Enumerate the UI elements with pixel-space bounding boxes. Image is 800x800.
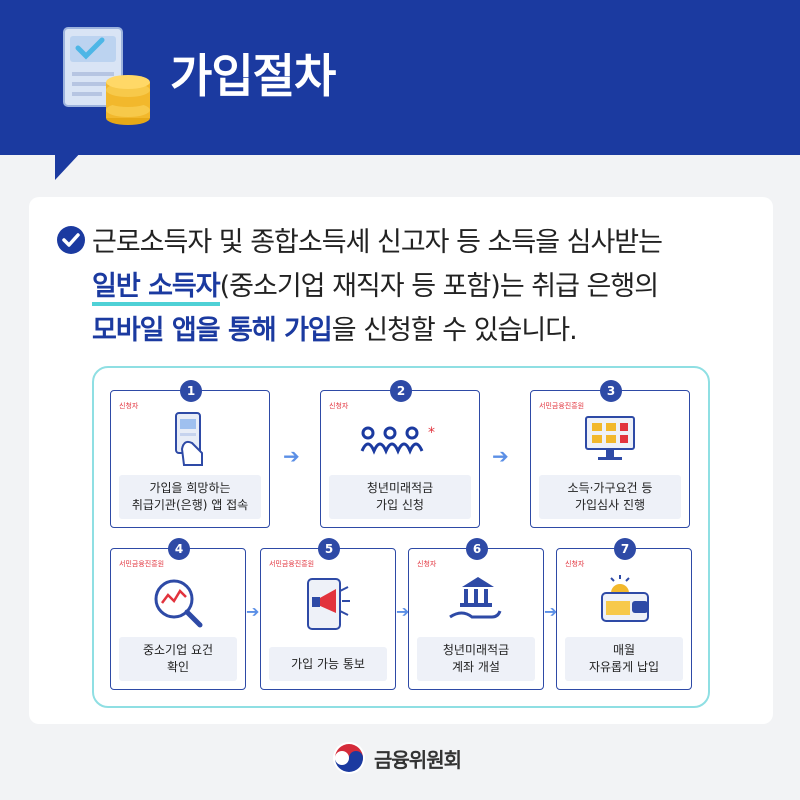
step-3-tag: 서민금융진흥원 — [539, 402, 585, 410]
step-7-number: 7 — [614, 538, 636, 560]
header-speech-tail — [55, 150, 83, 180]
step-1-card: 1 신청자 가입을 희망하는 취급기관(은행) 앱 접속 — [110, 380, 270, 528]
monitor-check-icon — [585, 416, 635, 460]
step-7-tag: 신청자 — [565, 560, 585, 568]
arrow-right-icon: ➔ — [246, 602, 260, 621]
step-5-tag: 서민금융진흥원 — [269, 560, 315, 568]
intro-line-1: 근로소득자 및 종합소득세 신고자 등 소득을 심사받는 — [92, 227, 663, 258]
intro-emphasis-mobile-app: 모바일 앱을 통해 가입 — [92, 315, 333, 346]
step-3-label-line-2: 가입심사 진행 — [574, 498, 646, 512]
step-6-label: 청년미래적금 계좌 개설 — [417, 637, 535, 681]
step-1-label-line-1: 가입을 희망하는 — [149, 481, 231, 495]
step-3-number: 3 — [600, 380, 622, 402]
intro-line-2: 일반 소득자(중소기업 재직자 등 포함)는 취급 은행의 — [92, 264, 659, 306]
bank-hand-icon — [449, 577, 502, 619]
megaphone-phone-icon — [307, 578, 350, 630]
footer-org-name: 금융위원회 — [374, 747, 462, 772]
step-3-card: 3 서민금융진흥원 소득·가구요건 등 가입심사 진행 — [530, 380, 690, 528]
step-7-label-line-2: 자유롭게 납입 — [588, 660, 660, 674]
svg-text:*: * — [428, 425, 435, 441]
step-3-label-line-1: 소득·가구요건 등 — [567, 481, 653, 495]
page-title: 가입절차 — [170, 49, 336, 103]
step-5-card: 5 서민금융진흥원 가입 가능 통보 — [260, 538, 396, 690]
step-2-number: 2 — [390, 380, 412, 402]
step-2-tag: 신청자 — [329, 402, 349, 410]
footer-org-logo: 금융위원회 — [332, 740, 462, 776]
youth-logo-icon: * — [360, 425, 435, 455]
magnifier-chart-icon — [154, 579, 203, 628]
step-3-label: 소득·가구요건 등 가입심사 진행 — [539, 475, 681, 519]
step-1-label: 가입을 희망하는 취급기관(은행) 앱 접속 — [119, 475, 261, 519]
step-1-number: 1 — [180, 380, 202, 402]
step-4-label-line-1: 중소기업 요건 — [142, 643, 214, 657]
arrow-right-icon: ➔ — [396, 602, 410, 621]
step-2-label: 청년미래적금 가입 신청 — [329, 475, 471, 519]
step-4-label: 중소기업 요건 확인 — [119, 637, 237, 681]
step-7-label-line-1: 매월 — [612, 643, 636, 657]
step-5-number: 5 — [318, 538, 340, 560]
step-2-label-line-1: 청년미래적금 — [366, 481, 434, 495]
arrow-right-icon: ➔ — [283, 444, 300, 468]
intro-line-3-rest: 을 신청할 수 있습니다. — [331, 315, 578, 346]
step-4-number: 4 — [168, 538, 190, 560]
arrow-right-icon: ➔ — [544, 602, 558, 621]
step-6-number: 6 — [466, 538, 488, 560]
step-7-label: 매월 자유롭게 납입 — [565, 637, 683, 681]
step-1-tag: 신청자 — [119, 402, 139, 410]
step-5-label-line-1: 가입 가능 통보 — [291, 656, 365, 671]
intro-emphasis-income-earner: 일반 소득자 — [92, 271, 221, 306]
step-4-label-line-2: 확인 — [166, 660, 190, 674]
document-coins-icon — [63, 27, 150, 125]
step-5-label: 가입 가능 통보 — [269, 647, 387, 681]
arrow-right-icon: ➔ — [492, 444, 509, 468]
intro-line-3: 모바일 앱을 통해 가입을 신청할 수 있습니다. — [92, 308, 578, 347]
step-6-label-line-2: 계좌 개설 — [452, 660, 500, 674]
phone-hand-icon — [175, 412, 203, 466]
check-circle-icon — [57, 226, 85, 254]
step-6-label-line-1: 청년미래적금 — [442, 643, 510, 657]
step-4-tag: 서민금융진흥원 — [119, 560, 165, 568]
step-2-card: 2 신청자 * 청년미래적금 가입 신청 — [320, 380, 480, 528]
step-6-tag: 신청자 — [417, 560, 437, 568]
wallet-card-icon — [601, 575, 649, 622]
step-6-card: 6 신청자 청년미래적금 계좌 개설 — [408, 538, 544, 690]
step-4-card: 4 서민금융진흥원 중소기업 요건 확인 — [110, 538, 246, 690]
step-7-card: 7 신청자 매월 자유롭게 납입 — [556, 538, 692, 690]
taegeuk-emblem-icon — [333, 742, 365, 774]
step-2-label-line-2: 가입 신청 — [376, 498, 424, 512]
intro-line-2-rest: (중소기업 재직자 등 포함)는 취급 은행의 — [219, 271, 659, 302]
step-1-label-line-2: 취급기관(은행) 앱 접속 — [131, 498, 249, 512]
